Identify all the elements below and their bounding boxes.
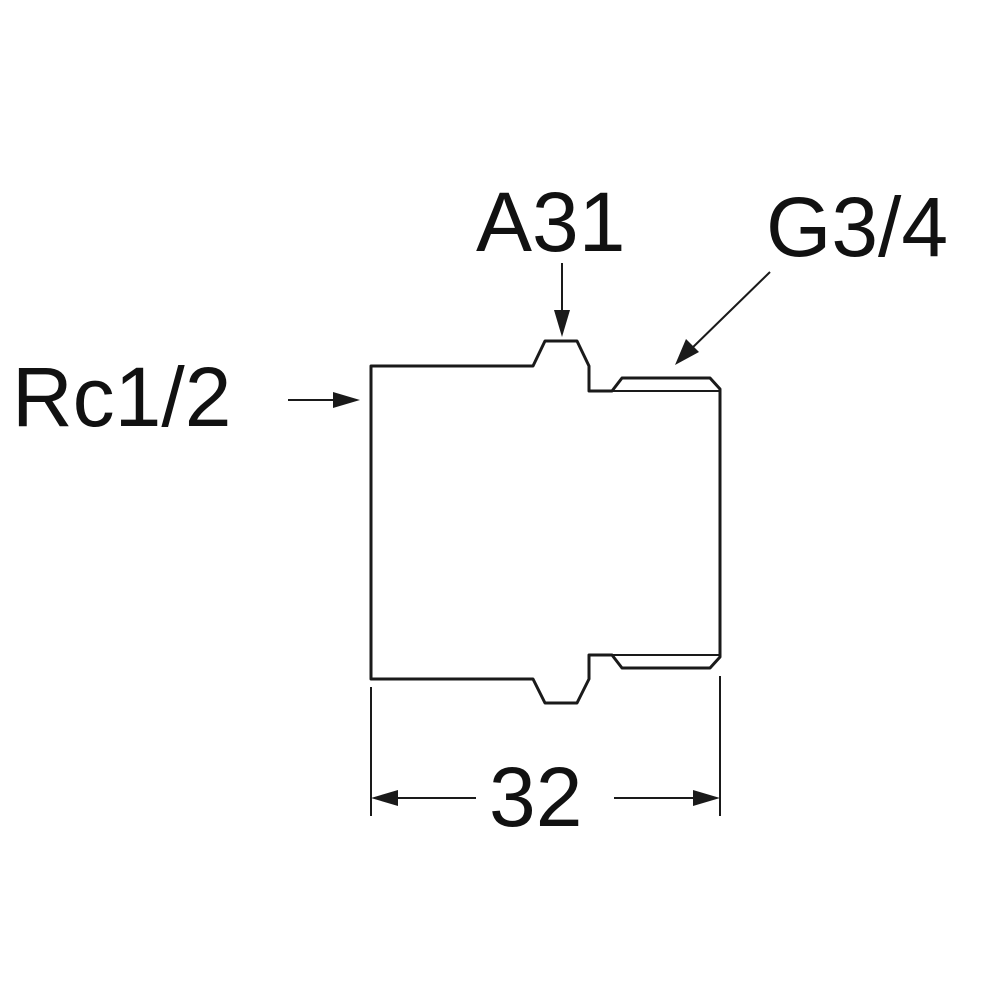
inlet-thread-label: Rc1/2 [12, 350, 231, 444]
dimension-arrow-left-icon [371, 790, 398, 806]
outlet-thread-label: G3/4 [766, 180, 948, 274]
inlet-thread-arrow-icon [333, 392, 360, 408]
hex-size-label: A31 [476, 175, 625, 269]
length-dimension-label: 32 [489, 750, 582, 844]
outlet-thread-leader-line [687, 271, 771, 353]
outlet-thread-arrow-icon [675, 339, 699, 365]
dimension-arrow-right-icon [693, 790, 720, 806]
fitting-body-outline [369, 339, 722, 705]
hex-size-arrow-icon [554, 310, 570, 337]
